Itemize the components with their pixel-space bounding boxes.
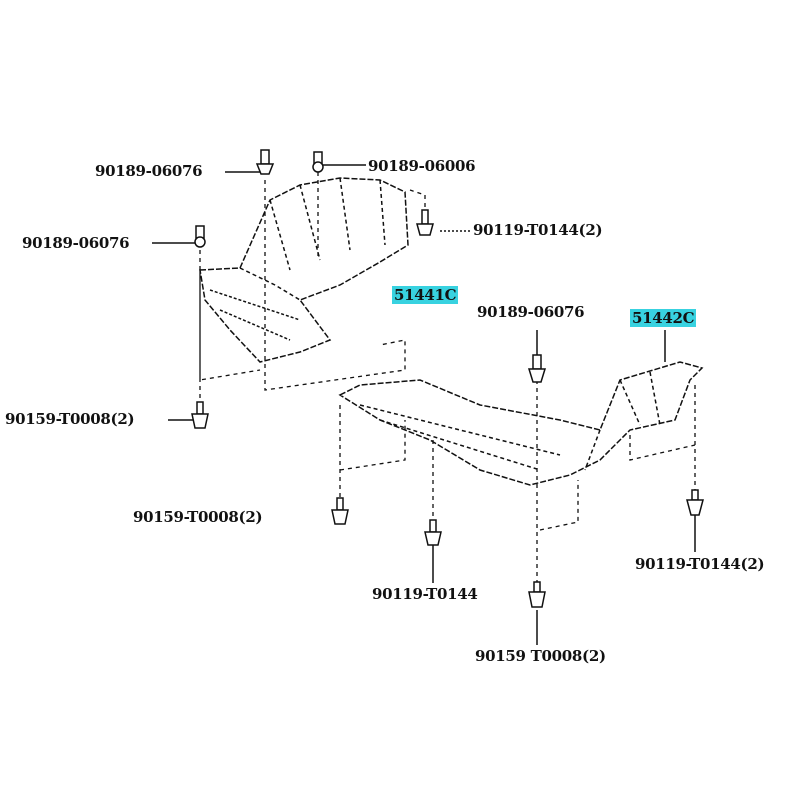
part-label: 90189-06076 (477, 303, 585, 321)
leader-lines (152, 164, 696, 645)
bolt-icon (686, 489, 704, 516)
part-label: 90189-06006 (368, 157, 476, 175)
part-label: 90189-06076 (95, 162, 203, 180)
part-label: 90159-T0008(2) (133, 508, 263, 526)
rear-under-cover (338, 361, 704, 486)
clip-icon (527, 354, 547, 383)
part-label: 90159 T0008(2) (475, 647, 606, 665)
bolt-icon (416, 209, 434, 236)
clip-icon (312, 151, 324, 173)
bolt-icon (191, 401, 209, 429)
part-label: 90119-T0144 (372, 585, 478, 603)
part-label-highlighted: 51441C (392, 286, 459, 304)
clip-icon (194, 225, 206, 248)
part-label: 90189-06076 (22, 234, 130, 252)
bolt-icon (331, 497, 349, 525)
part-label: 90159-T0008(2) (5, 410, 135, 428)
part-label-highlighted: 51442C (630, 309, 697, 327)
part-label: 90119-T0144(2) (473, 221, 603, 239)
bolt-icon (424, 519, 442, 546)
front-under-cover (199, 177, 409, 363)
guide-lines (199, 172, 696, 590)
part-label: 90119-T0144(2) (635, 555, 765, 573)
bolt-icon (528, 581, 546, 608)
clip-icon (255, 149, 275, 175)
